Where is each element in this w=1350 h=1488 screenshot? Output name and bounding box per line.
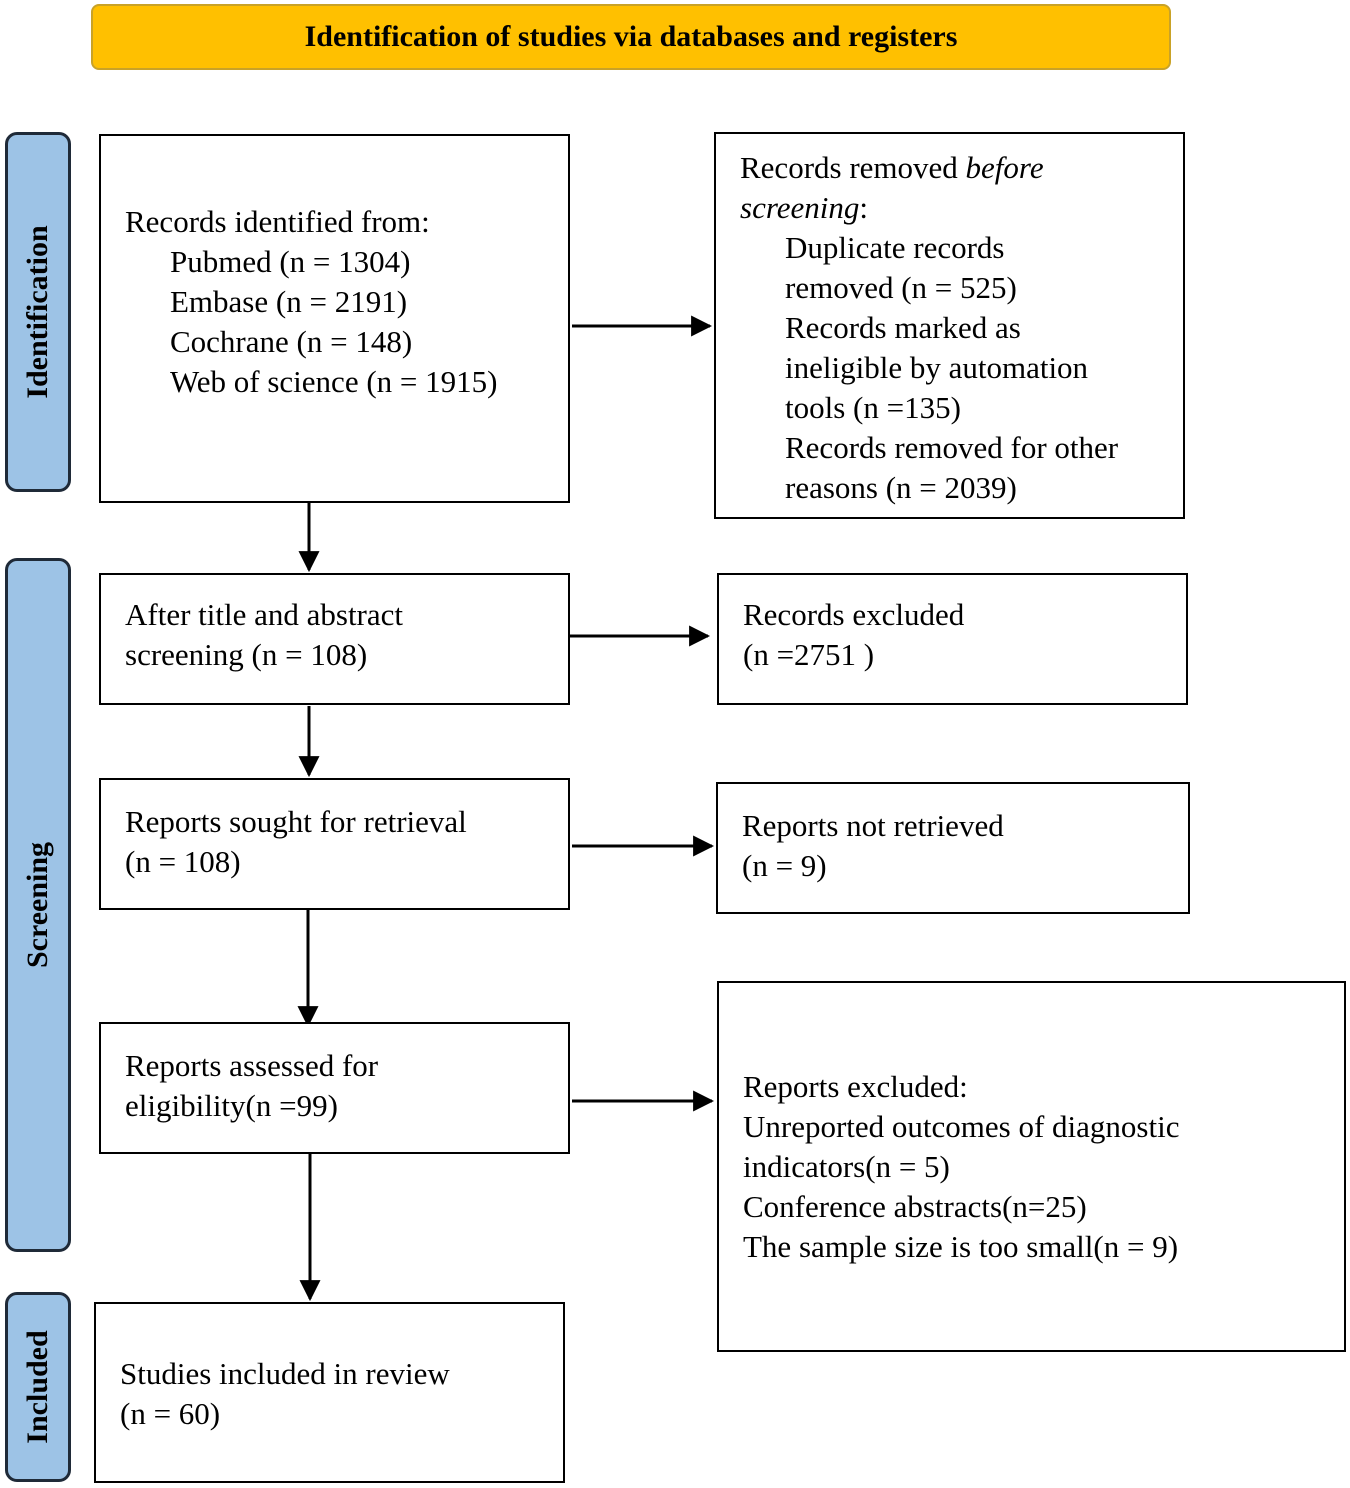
source-cochrane: Cochrane (n = 148): [170, 324, 413, 359]
records-removed-line: Records marked as: [785, 310, 1021, 345]
records-removed-heading-2: screening:: [740, 190, 868, 225]
source-pubmed: Pubmed (n = 1304): [170, 244, 411, 279]
box-records-removed: Records removed before screening: Duplic…: [714, 132, 1185, 519]
phase-identification: Identification: [5, 132, 71, 492]
records-removed-heading-1: Records removed before: [740, 150, 1044, 185]
reports-excluded-line: Reports excluded:: [743, 1069, 968, 1104]
reports-excluded-line: The sample size is too small(n = 9): [743, 1229, 1179, 1264]
studies-included-line: Studies included in review: [120, 1356, 450, 1391]
box-reports-not-retrieved: Reports not retrieved (n = 9): [716, 782, 1190, 914]
records-removed-line: removed (n = 525): [785, 270, 1017, 305]
reports-sought-line: Reports sought for retrieval: [125, 804, 467, 839]
records-removed-line: reasons (n = 2039): [785, 470, 1017, 505]
box-reports-assessed: Reports assessed for eligibility(n =99): [99, 1022, 570, 1154]
source-embase: Embase (n = 2191): [170, 284, 408, 319]
reports-not-retrieved-line: Reports not retrieved: [742, 808, 1004, 843]
phase-included: Included: [5, 1292, 71, 1482]
box-reports-excluded: Reports excluded: Unreported outcomes of…: [717, 981, 1346, 1352]
reports-excluded-line: Unreported outcomes of diagnostic: [743, 1109, 1180, 1144]
reports-excluded-line: Conference abstracts(n=25): [743, 1189, 1087, 1224]
reports-sought-line: (n = 108): [125, 844, 241, 879]
reports-not-retrieved-line: (n = 9): [742, 848, 827, 883]
records-removed-line: ineligible by automation: [785, 350, 1089, 385]
records-excluded-line: (n =2751 ): [743, 637, 875, 672]
reports-excluded-line: indicators(n = 5): [743, 1149, 950, 1184]
box-records-excluded: Records excluded (n =2751 ): [717, 573, 1188, 705]
box-records-identified: Records identified from: Pubmed (n = 130…: [99, 134, 570, 503]
title-abstract-line: After title and abstract: [125, 597, 404, 632]
header-banner: Identification of studies via databases …: [91, 4, 1171, 70]
records-identified-heading: Records identified from:: [125, 204, 430, 239]
title-abstract-line: screening (n = 108): [125, 637, 368, 672]
studies-included-line: (n = 60): [120, 1396, 221, 1431]
phase-screening: Screening: [5, 558, 71, 1252]
records-removed-line: tools (n =135): [785, 390, 961, 425]
source-web-of-science: Web of science (n = 1915): [170, 364, 498, 399]
header-title: Identification of studies via databases …: [304, 20, 958, 53]
records-removed-line: Duplicate records: [785, 230, 1005, 265]
box-studies-included: Studies included in review (n = 60): [94, 1302, 565, 1483]
box-title-abstract-screening: After title and abstract screening (n = …: [99, 573, 570, 705]
reports-assessed-line: Reports assessed for: [125, 1048, 379, 1083]
box-reports-sought: Reports sought for retrieval (n = 108): [99, 778, 570, 910]
records-excluded-line: Records excluded: [743, 597, 965, 632]
reports-assessed-line: eligibility(n =99): [125, 1088, 338, 1123]
records-removed-line: Records removed for other: [785, 430, 1119, 465]
